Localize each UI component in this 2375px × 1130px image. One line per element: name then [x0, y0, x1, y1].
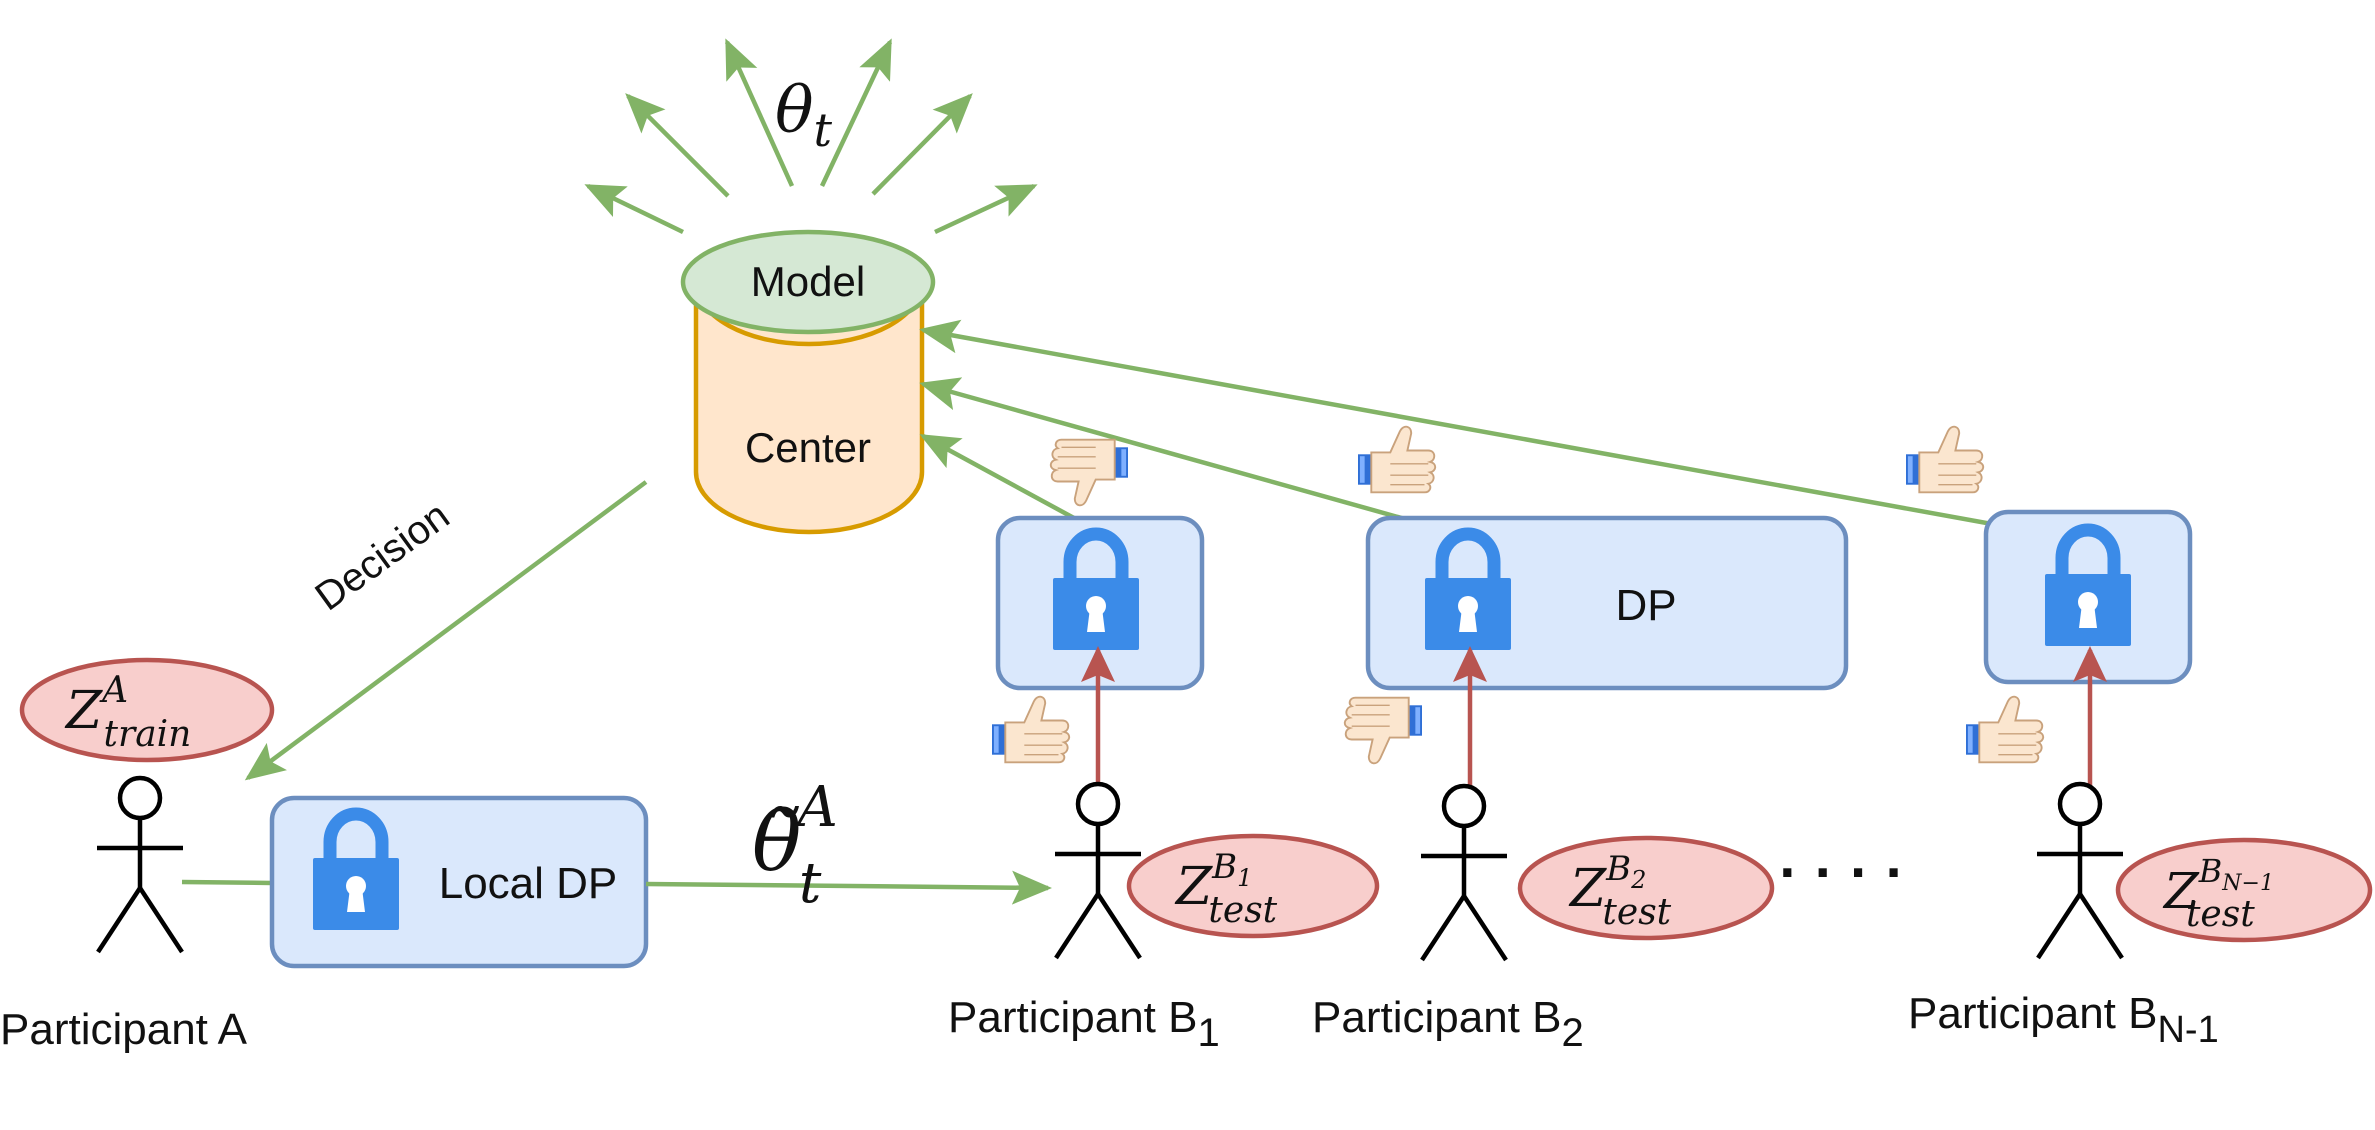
model-broadcast-arrows [584, 38, 1038, 235]
ray-arrow [934, 183, 1038, 235]
upload-arrows [1081, 646, 2107, 786]
thumbs-down-icon [1049, 438, 1129, 507]
decision-arrow [244, 480, 648, 781]
ray-arrow [724, 38, 795, 187]
theta-t-label: θt [775, 74, 833, 157]
participant-b2-label: Participant B2 [1312, 993, 1584, 1055]
ray-arrow [584, 183, 684, 235]
center-label: Center [745, 424, 871, 471]
model-node: Model [680, 229, 936, 335]
person-icon [1055, 784, 1141, 958]
center-cylinder: Center [693, 281, 925, 535]
person-icon [97, 778, 183, 952]
dp-label: DP [1615, 581, 1676, 630]
thumbs-up-icon [1357, 425, 1437, 494]
feedback-arrow-b2 [919, 377, 1481, 543]
feedback-arrows [919, 319, 2081, 543]
ray-arrow [625, 93, 730, 198]
participant-a-label: Participant A [0, 1005, 248, 1054]
local-dp-label: Local DP [439, 859, 618, 908]
participant-b1-label: Participant B1 [948, 993, 1220, 1055]
connector-a-localdp [181, 879, 273, 886]
send-arrow [645, 870, 1052, 905]
feedback-arrow-bn [919, 319, 2081, 543]
person-icon [2037, 784, 2123, 958]
ray-arrow [871, 93, 973, 196]
thumbs-up-icon [1905, 425, 1985, 494]
thumbs-down-icon [1343, 696, 1423, 765]
model-label: Model [751, 258, 865, 305]
participant-bn-label: Participant BN-1 [1908, 989, 2219, 1051]
ellipsis-dots: · · · · [1779, 840, 1905, 905]
person-icon [1421, 786, 1507, 960]
thumbs-up-icon [1965, 695, 2045, 764]
feedback-arrow-b1 [919, 434, 1098, 532]
decision-label: Decision [307, 494, 457, 620]
thumbs-up-icon [991, 695, 1071, 764]
ray-arrow [819, 38, 893, 187]
